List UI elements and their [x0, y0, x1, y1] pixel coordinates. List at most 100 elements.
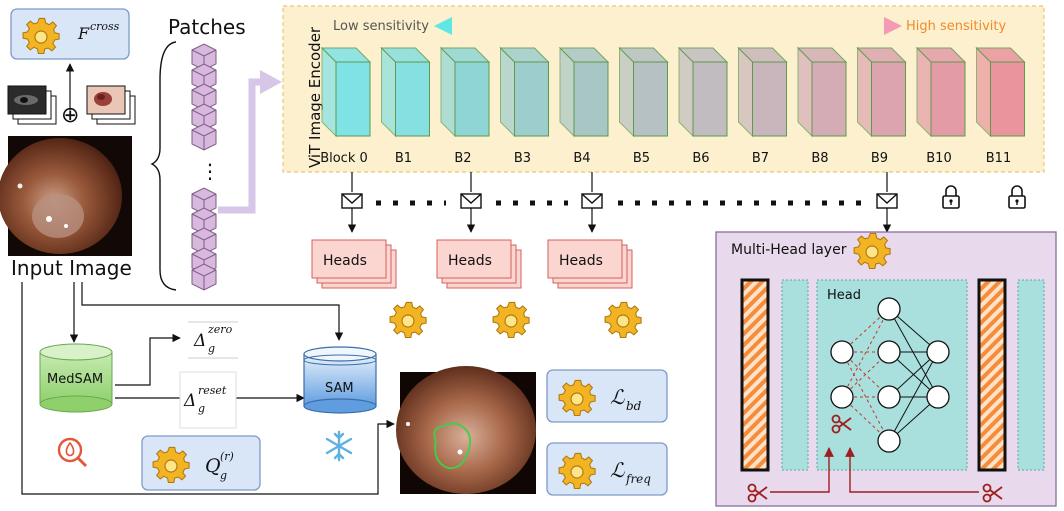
- multi-head-layer-label: Multi-Head layer: [731, 242, 847, 258]
- svg-text:Δ: Δ: [183, 391, 196, 411]
- svg-text:g: g: [198, 402, 205, 415]
- block-label: B3: [514, 151, 531, 166]
- lock-icon: [1008, 185, 1026, 209]
- encoder-block: B9: [856, 46, 907, 166]
- encoder-block: B1: [380, 46, 431, 166]
- neuron: [877, 385, 901, 409]
- patch-to-encoder-arrowhead: [260, 70, 282, 94]
- block-label: B11: [986, 151, 1011, 166]
- sam-label: SAM: [325, 381, 354, 396]
- patches-brace: [150, 41, 177, 291]
- ultrasound-thumbnails: [7, 85, 57, 125]
- patch-stack-top: [191, 43, 217, 151]
- svg-text:g: g: [220, 469, 227, 482]
- input-image: [0, 136, 132, 256]
- sam-cylinder: SAM: [303, 346, 377, 414]
- svg-text:ℒ: ℒ: [610, 385, 625, 409]
- svg-text:zero: zero: [207, 323, 233, 336]
- gear-icon: [389, 301, 427, 339]
- block-label: B7: [752, 151, 769, 166]
- medsam-label: MedSAM: [47, 372, 103, 387]
- gear-icon: [853, 232, 891, 270]
- svg-text:reset: reset: [198, 384, 227, 397]
- neuron: [926, 340, 950, 364]
- multi-head-layer-panel: Multi-Head layer Head: [715, 231, 1057, 507]
- neuron: [877, 429, 901, 453]
- input-to-sam-arrow: [81, 282, 344, 341]
- f-cross-symbol: F: [77, 24, 90, 43]
- block-label: B10: [926, 151, 951, 166]
- encoder-block: B6: [677, 46, 729, 166]
- encoder-block: B3: [499, 46, 550, 166]
- delta-reset: Δ g reset: [179, 371, 237, 429]
- svg-text:freq: freq: [625, 472, 651, 486]
- vit-encoder-label: ViT Image Encoder: [306, 26, 324, 168]
- heads-label: Heads: [323, 253, 367, 269]
- heads-stack-3: Heads: [547, 239, 633, 289]
- gear-icon: [152, 446, 190, 484]
- medsam-cylinder: MedSAM: [39, 343, 113, 413]
- block-taps: [341, 172, 1026, 233]
- head-label: Head: [827, 288, 861, 303]
- heads-stack-1: Heads: [311, 239, 397, 289]
- plus-circle-icon: ⊕: [61, 103, 79, 128]
- encoder-block: B10: [915, 46, 967, 166]
- gear-icon: [492, 301, 530, 339]
- loss-bd-box: ℒ bd: [546, 369, 668, 423]
- block-label: B9: [871, 151, 888, 166]
- output-segmentation-image: [396, 366, 536, 494]
- encoder-block: B4: [558, 46, 610, 166]
- snowflake-icon: [325, 430, 353, 462]
- encoder-block: B8: [796, 46, 848, 166]
- neural-network: [830, 297, 950, 453]
- neuron: [926, 385, 950, 409]
- high-sensitivity-label: High sensitivity: [906, 19, 1007, 34]
- block-label: B1: [395, 151, 412, 166]
- patch-to-encoder-arrow: [218, 78, 262, 214]
- medsam-to-delta-zero-arrow: [115, 333, 181, 386]
- skin-lesion-thumbnails: [86, 85, 136, 125]
- envelope-icon: [876, 193, 898, 209]
- svg-text:bd: bd: [626, 399, 642, 413]
- input-to-output-arrow: [21, 282, 395, 495]
- low-sensitivity-label: Low sensitivity: [333, 19, 429, 34]
- gear-icon: [22, 17, 60, 55]
- gear-icon: [604, 301, 642, 339]
- block-label: B8: [811, 151, 828, 166]
- lock-icon: [942, 185, 960, 209]
- heads-label: Heads: [448, 253, 492, 269]
- delta-zero: Δ g zero: [188, 321, 238, 359]
- envelope-icon: [581, 193, 603, 209]
- heads-label: Heads: [559, 253, 603, 269]
- patches-label: Patches: [168, 15, 246, 39]
- envelope-icon: [341, 193, 363, 209]
- input-image-label: Input Image: [11, 256, 132, 280]
- patch-stack-bottom: [191, 187, 217, 291]
- block-label: Block 0: [320, 151, 368, 166]
- loss-freq-box: ℒ freq: [546, 442, 668, 496]
- encoder-block: B11: [975, 46, 1026, 166]
- neuron: [830, 340, 854, 364]
- flame-search-icon: [57, 437, 88, 468]
- svg-text:Δ: Δ: [193, 331, 206, 351]
- patch-ellipsis: ⋮: [200, 159, 220, 183]
- encoder-block: B5: [618, 46, 669, 166]
- neuron: [877, 340, 901, 364]
- encoder-block: B7: [737, 46, 788, 166]
- svg-text:g: g: [208, 342, 215, 355]
- q-g-box: Q g (r): [141, 435, 261, 491]
- svg-text:Q: Q: [205, 455, 221, 477]
- heads-stack-2: Heads: [436, 239, 522, 289]
- encoder-block: Block 0: [320, 46, 372, 166]
- block-label: B2: [454, 151, 471, 166]
- block-label: B4: [573, 151, 590, 166]
- encoder-block: B2: [439, 46, 491, 166]
- neuron: [877, 297, 901, 321]
- svg-text:ℒ: ℒ: [610, 458, 625, 482]
- vit-encoder: ViT Image Encoder Low sensitivity High s…: [282, 5, 1045, 173]
- envelope-icon: [460, 193, 482, 209]
- gear-icon: [558, 379, 596, 417]
- f-cross-box: F cross: [10, 8, 130, 60]
